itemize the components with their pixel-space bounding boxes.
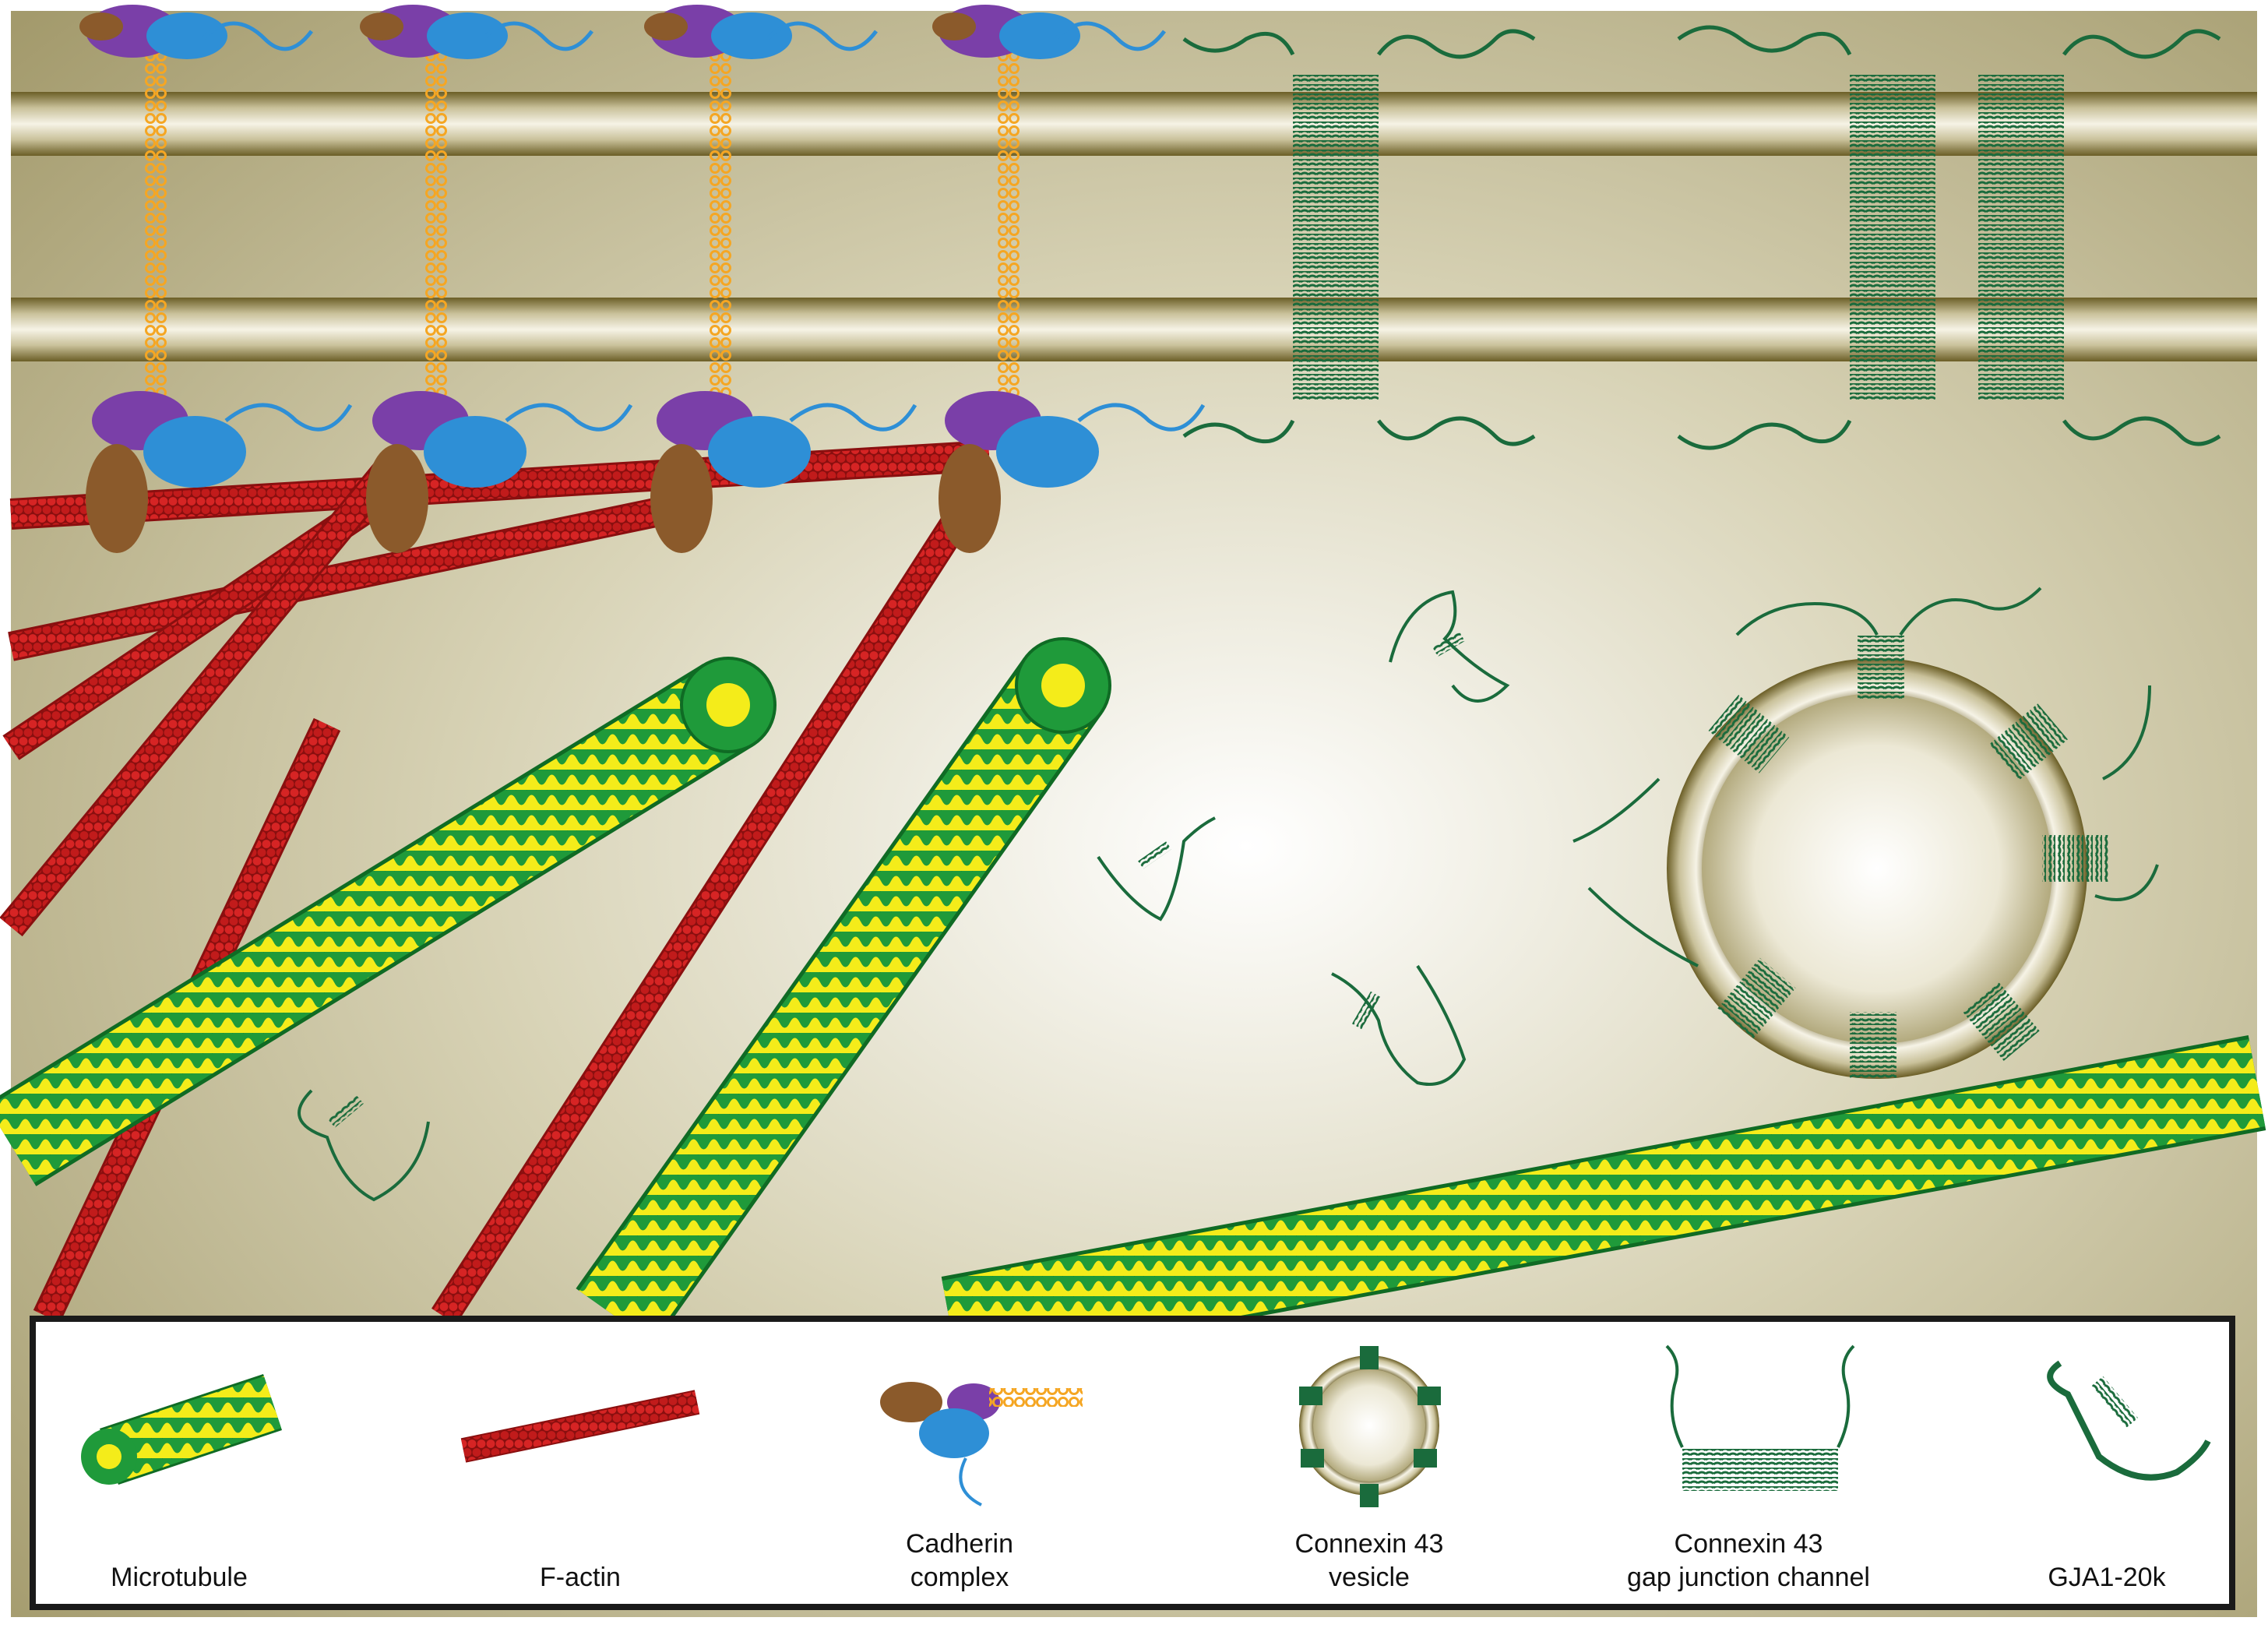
- catenin-upper: [79, 5, 313, 59]
- f-actin-filament: [8, 494, 688, 659]
- legend-label-cadherin-line2: complex: [910, 1563, 1009, 1592]
- microtubules: [0, 637, 2266, 1372]
- gap-junction-channel: [1182, 29, 1536, 446]
- connexin43-vesicle: [1572, 587, 2159, 1079]
- connexin43-vesicle-icon: [1299, 1346, 1441, 1507]
- microtubule: [942, 1038, 2266, 1369]
- gap-junction-channels: [1182, 25, 2221, 450]
- microtubule-lumen: [1041, 664, 1085, 707]
- legend-label-gap-junction-line1: Connexin 43: [1675, 1529, 1823, 1559]
- cadherin-ectodomain: [998, 47, 1020, 452]
- gja1-20k: [1331, 964, 1467, 1086]
- legend-label-cadherin-line1: Cadherin: [906, 1529, 1013, 1559]
- f-actin-icon: [460, 1390, 700, 1463]
- cadherin-ectodomain: [425, 47, 447, 452]
- gap-junction-channel: [1978, 29, 2221, 446]
- microtubule-lumen: [706, 683, 750, 727]
- microtubule: [579, 660, 1100, 1342]
- legend-label-vesicle-line1: Connexin 43: [1295, 1529, 1444, 1559]
- legend-box: [30, 1316, 2235, 1610]
- gja1-20k-proteins: [298, 590, 1510, 1202]
- legend-label-gja1-20k: GJA1-20k: [2048, 1563, 2166, 1592]
- microtubule: [0, 667, 752, 1183]
- gap-junction-channel-icon: [1665, 1344, 1855, 1491]
- gja1-20k-icon: [2047, 1360, 2211, 1481]
- cadherin-complexes: [79, 5, 1206, 553]
- f-actin-filament: [1, 459, 400, 936]
- gap-junction-channel: [1677, 25, 1935, 450]
- cadherin-complex: [79, 5, 353, 553]
- cadherin-complex: [932, 5, 1206, 553]
- f-actin-filament: [433, 499, 977, 1323]
- cadherin-complex-icon: [880, 1382, 1083, 1506]
- legend-label-gap-junction-line2: gap junction channel: [1627, 1563, 1870, 1592]
- cadherin-ectodomain: [145, 47, 167, 452]
- gja1-20k: [1389, 590, 1510, 703]
- f-actin-filaments: [0, 440, 991, 1325]
- legend-label-microtubule: Microtubule: [111, 1563, 248, 1592]
- gja1-20k: [298, 1089, 430, 1202]
- cadherin-complex: [360, 5, 633, 553]
- microtubule-icon: [81, 1373, 283, 1485]
- legend-label-f-actin: F-actin: [540, 1563, 621, 1592]
- legend-label-vesicle-line2: vesicle: [1329, 1563, 1410, 1592]
- f-actin-filament: [9, 442, 991, 527]
- vesicle-tails: [1572, 587, 2159, 967]
- vesicle-connexons: [1708, 635, 2108, 1078]
- cadherin-complex: [644, 5, 917, 553]
- gja1-20k: [1097, 816, 1216, 921]
- catenin-lower: [86, 391, 353, 553]
- legend: Microtubule F-actin Cadherin complex Con…: [30, 1316, 2235, 1610]
- cadherin-ectodomain: [710, 47, 731, 452]
